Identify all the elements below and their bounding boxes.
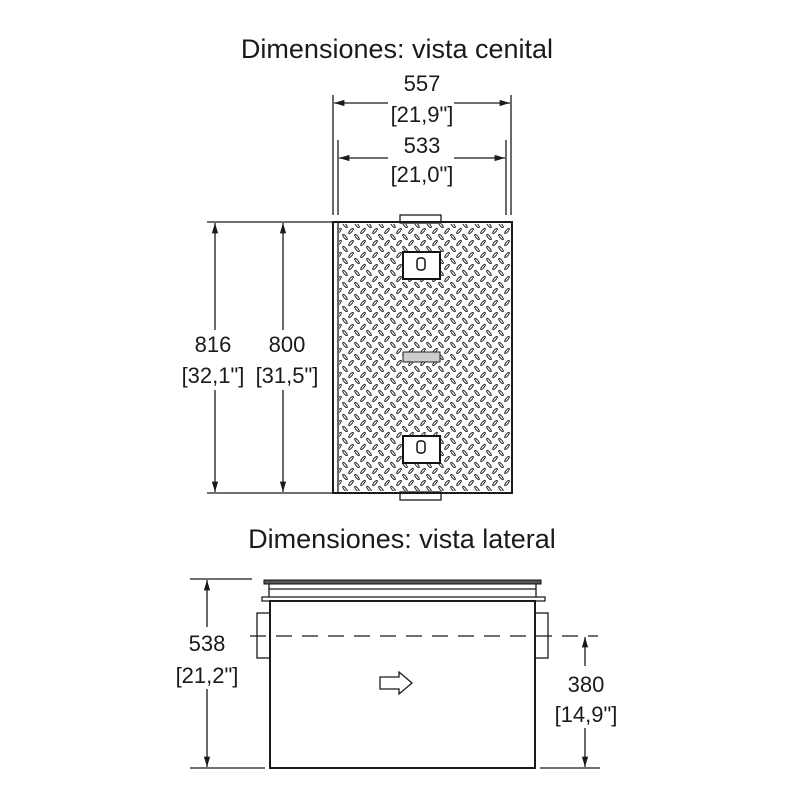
width-inner-dimension: 533 [21,0"] [337,133,507,215]
latch-bottom-icon [402,435,441,464]
width-inner-mm: 533 [404,133,441,158]
logo-plate [402,351,441,363]
height-mm: 538 [189,631,226,656]
length-inner-mm: 800 [269,332,306,357]
cover-plate [332,214,513,501]
inlet-height-mm: 380 [568,672,605,697]
side-view-title: Dimensiones: vista lateral [248,524,556,554]
tank-side [250,579,598,769]
inlet-height-dimension: 380 [14,9"] [540,637,626,769]
width-outer-dimension: 557 [21,9"] [332,71,512,215]
width-outer-in: [21,9"] [391,102,454,127]
length-inner-in: [31,5"] [256,363,319,388]
flow-direction-arrow-icon [379,670,414,696]
length-outer-dimension: 816 [32,1"] [178,221,333,494]
height-in: [21,2"] [176,663,239,688]
width-outer-mm: 557 [404,71,441,96]
height-dimension: 538 [21,2"] [170,578,265,769]
top-view-title: Dimensiones: vista cenital [241,34,553,64]
inlet-height-in: [14,9"] [555,702,618,727]
latch-top-icon [402,251,441,280]
length-outer-in: [32,1"] [182,363,245,388]
length-inner-dimension: 800 [31,5"] [252,223,324,492]
length-outer-mm: 816 [195,332,232,357]
width-inner-in: [21,0"] [391,162,454,187]
